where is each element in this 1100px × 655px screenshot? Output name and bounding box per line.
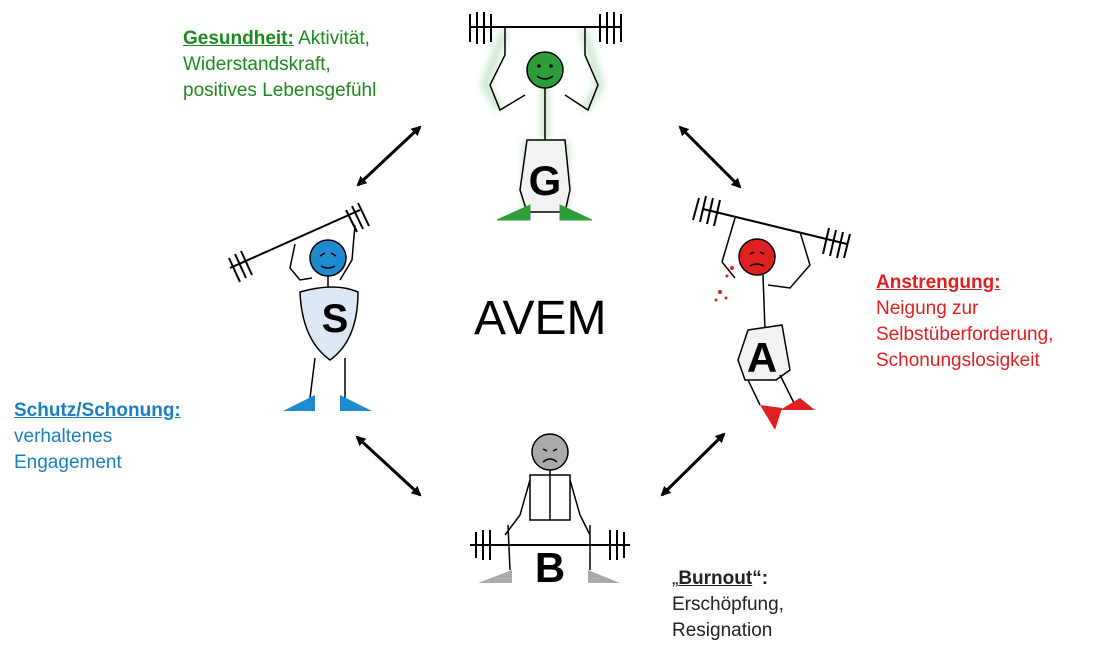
label-gesundheit-line1: Aktivität, xyxy=(293,28,370,49)
figure-g-weightlifter: G xyxy=(469,12,622,221)
label-gesundheit: Gesundheit: Aktivität, Widerstandskraft,… xyxy=(183,26,376,104)
label-schutz-line3: Engagement xyxy=(14,452,122,473)
label-anstrengung-line2: Neigung zur xyxy=(876,298,979,319)
figure-b-weightlifter: B xyxy=(470,433,630,591)
center-title: AVEM xyxy=(474,292,607,345)
label-burnout-suffix: “: xyxy=(752,568,769,589)
label-anstrengung: Anstrengung: Neigung zur Selbstüberforde… xyxy=(876,270,1053,374)
arrow-s-b xyxy=(355,435,422,497)
figure-a-letter: A xyxy=(747,334,777,381)
label-schutz-line2: verhaltenes xyxy=(14,426,113,447)
label-gesundheit-head: Gesundheit: xyxy=(183,28,294,49)
label-burnout-line2: Erschöpfung, xyxy=(672,594,784,615)
figure-s-letter: S xyxy=(322,297,349,341)
arrow-a-b xyxy=(660,432,726,497)
label-schutz: Schutz/Schonung: verhaltenes Engagement xyxy=(14,398,181,476)
figure-g-letter: G xyxy=(529,157,562,204)
label-anstrengung-line3: Selbstüberforderung, xyxy=(876,324,1054,345)
label-burnout-head: Burnout xyxy=(678,568,753,589)
label-burnout: „Burnout“: Erschöpfung, Resignation xyxy=(672,566,784,644)
label-anstrengung-line4: Schonungslosigkeit xyxy=(876,350,1040,371)
figure-b-letter: B xyxy=(535,544,565,591)
label-burnout-line3: Resignation xyxy=(672,620,773,641)
arrow-g-s xyxy=(356,125,422,187)
figure-a-weightlifter: A xyxy=(692,195,851,430)
arrow-g-a xyxy=(678,125,742,189)
label-gesundheit-line3: positives Lebensgefühl xyxy=(183,80,377,101)
figure-s-weightlifter: S xyxy=(228,202,372,411)
label-burnout-prefix: „ xyxy=(672,568,679,589)
label-gesundheit-line2: Widerstandskraft, xyxy=(183,54,331,75)
label-anstrengung-head: Anstrengung: xyxy=(876,272,1001,293)
label-schutz-head: Schutz/Schonung: xyxy=(14,400,181,421)
